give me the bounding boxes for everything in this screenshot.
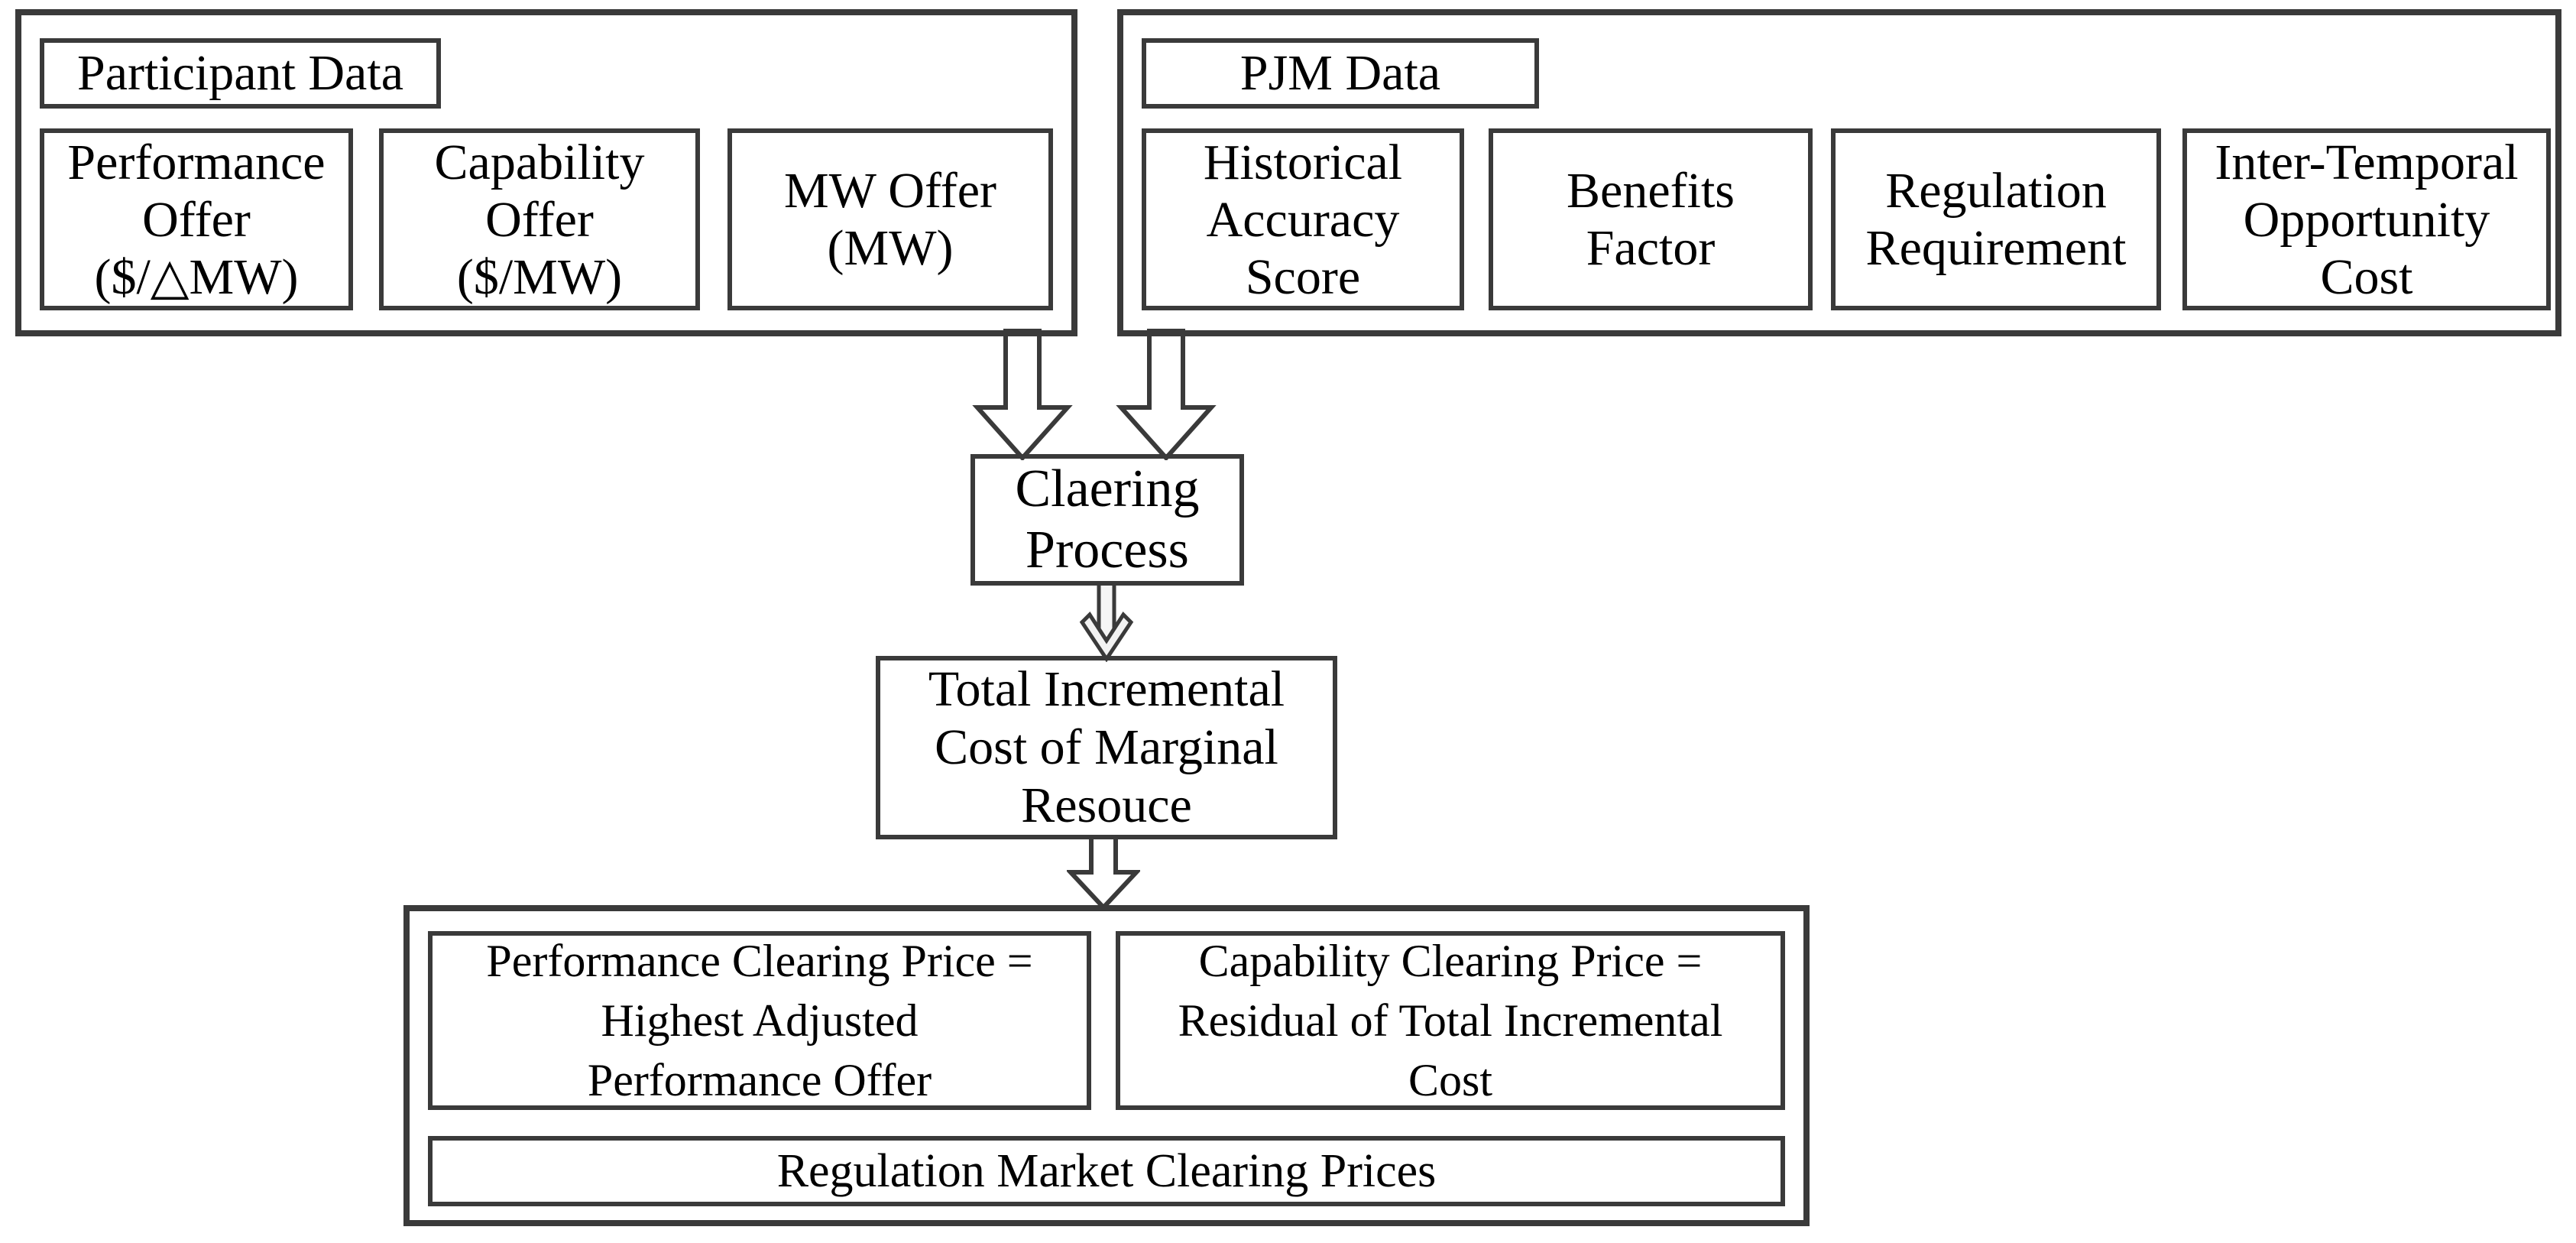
pjm-data-title-box: PJM Data bbox=[1142, 38, 1539, 109]
pjm-data-container bbox=[1117, 9, 2561, 336]
regulation-market-clearing-prices-box: Regulation Market Clearing Prices bbox=[428, 1136, 1785, 1206]
pjm-data-title: PJM Data bbox=[1239, 45, 1441, 101]
mw-offer-label: MW Offer (MW) bbox=[784, 163, 996, 276]
capability-clearing-price-label: Capability Clearing Price = Residual of … bbox=[1178, 936, 1723, 1105]
total-incremental-cost-label: Total Incremental Cost of Marginal Resou… bbox=[928, 661, 1285, 833]
clearing-to-total-arrow bbox=[1079, 583, 1134, 662]
participant-data-title: Participant Data bbox=[76, 45, 403, 101]
performance-clearing-price-box: Performance Clearing Price = Highest Adj… bbox=[428, 931, 1091, 1110]
regulation-market-clearing-prices-label: Regulation Market Clearing Prices bbox=[776, 1145, 1437, 1197]
historical-accuracy-score-box: Historical Accuracy Score bbox=[1142, 128, 1464, 310]
performance-offer-box: Performance Offer ($/△MW) bbox=[40, 128, 353, 310]
benefits-factor-box: Benefits Factor bbox=[1489, 128, 1813, 310]
total-incremental-cost-box: Total Incremental Cost of Marginal Resou… bbox=[876, 656, 1337, 839]
performance-clearing-price-label: Performance Clearing Price = Highest Adj… bbox=[486, 936, 1033, 1105]
block-arrow-down-icon bbox=[1067, 835, 1140, 910]
mw-offer-box: MW Offer (MW) bbox=[727, 128, 1053, 310]
chevron-arrow-shaft bbox=[1099, 583, 1114, 647]
regulation-requirement-label: Regulation Requirement bbox=[1865, 163, 2127, 276]
capability-offer-label: Capability Offer ($/MW) bbox=[434, 134, 645, 305]
participant-to-clearing-arrow bbox=[972, 329, 1073, 460]
block-arrow-down-icon bbox=[972, 329, 1073, 460]
participant-data-container bbox=[15, 9, 1077, 336]
performance-offer-label: Performance Offer ($/△MW) bbox=[67, 134, 326, 305]
capability-clearing-price-box: Capability Clearing Price = Residual of … bbox=[1116, 931, 1785, 1110]
clearing-process-label: Claering Process bbox=[1015, 459, 1200, 579]
regulation-requirement-box: Regulation Requirement bbox=[1831, 128, 2161, 310]
clearing-process-box: Claering Process bbox=[970, 454, 1244, 586]
pjm-to-clearing-arrow bbox=[1116, 329, 1217, 460]
block-arrow-down-icon bbox=[1116, 329, 1217, 460]
historical-accuracy-score-label: Historical Accuracy Score bbox=[1203, 134, 1403, 305]
inter-temporal-opportunity-cost-box: Inter-Temporal Opportunity Cost bbox=[2182, 128, 2551, 310]
inter-temporal-opportunity-cost-label: Inter-Temporal Opportunity Cost bbox=[2215, 134, 2519, 305]
results-container bbox=[403, 905, 1810, 1226]
benefits-factor-label: Benefits Factor bbox=[1567, 163, 1735, 276]
capability-offer-box: Capability Offer ($/MW) bbox=[379, 128, 700, 310]
total-to-results-arrow bbox=[1067, 835, 1140, 910]
participant-data-title-box: Participant Data bbox=[40, 38, 441, 109]
